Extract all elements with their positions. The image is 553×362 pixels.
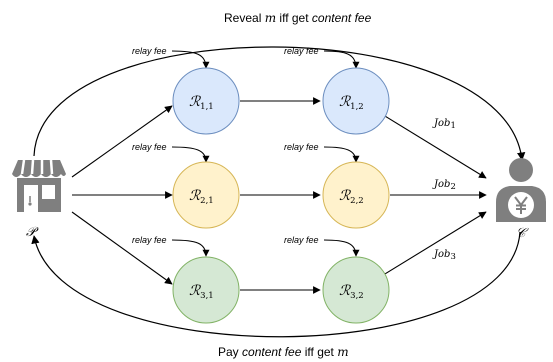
edge-r12-c [379, 112, 487, 179]
relay-fee-r21: relay fee [132, 142, 210, 163]
job-label-3: Job3 [432, 249, 456, 262]
relay-node-1-2: ℛ1,2 [322, 67, 390, 135]
relay-node-3-1: ℛ3,1 [172, 256, 240, 324]
top-caption: Reveal m iff get content fee [224, 11, 372, 25]
job-label-1: Job1 [432, 118, 456, 131]
relay-label-3-1: ℛ3,1 [189, 283, 214, 301]
job-label-2: Job2 [432, 179, 456, 192]
shop-icon [12, 159, 66, 212]
relay-fee-r32: relay fee [284, 235, 360, 257]
provider-symbol: 𝒫 [26, 225, 39, 240]
relay-fee-r12: relay fee [284, 46, 360, 69]
svg-text:relay fee: relay fee [284, 142, 319, 152]
svg-text:relay fee: relay fee [132, 235, 167, 245]
bottom-arc-arrow [31, 231, 521, 338]
relay-fee-r31: relay fee [132, 235, 210, 257]
relay-label-1-1: ℛ1,1 [189, 94, 214, 112]
svg-text:relay fee: relay fee [132, 46, 167, 56]
top-arc-arrow [33, 46, 526, 161]
consumer-symbol: 𝒞 [516, 226, 529, 241]
consumer-yen-person-icon [496, 158, 546, 222]
relay-fee-r11: relay fee [132, 46, 210, 69]
svg-text:relay fee: relay fee [284, 235, 319, 245]
relay-node-3-2: ℛ3,2 [322, 256, 390, 324]
relay-label-3-2: ℛ3,2 [339, 283, 364, 301]
relay-node-2-2: ℛ2,2 [322, 161, 390, 229]
edge-p-r11 [71, 105, 173, 178]
relay-fee-r22: relay fee [284, 142, 360, 163]
relay-label-2-2: ℛ2,2 [339, 188, 364, 206]
relay-node-1-1: ℛ1,1 [172, 67, 240, 135]
svg-text:relay fee: relay fee [132, 142, 167, 152]
relay-label-1-2: ℛ1,2 [339, 94, 364, 112]
bottom-caption: Pay content fee iff get m [218, 345, 349, 359]
svg-text:relay fee: relay fee [284, 46, 319, 56]
edge-p-r31 [71, 211, 173, 285]
edge-r32-c [379, 211, 487, 278]
relay-label-2-1: ℛ2,1 [189, 188, 214, 206]
relay-node-2-1: ℛ2,1 [172, 161, 240, 229]
